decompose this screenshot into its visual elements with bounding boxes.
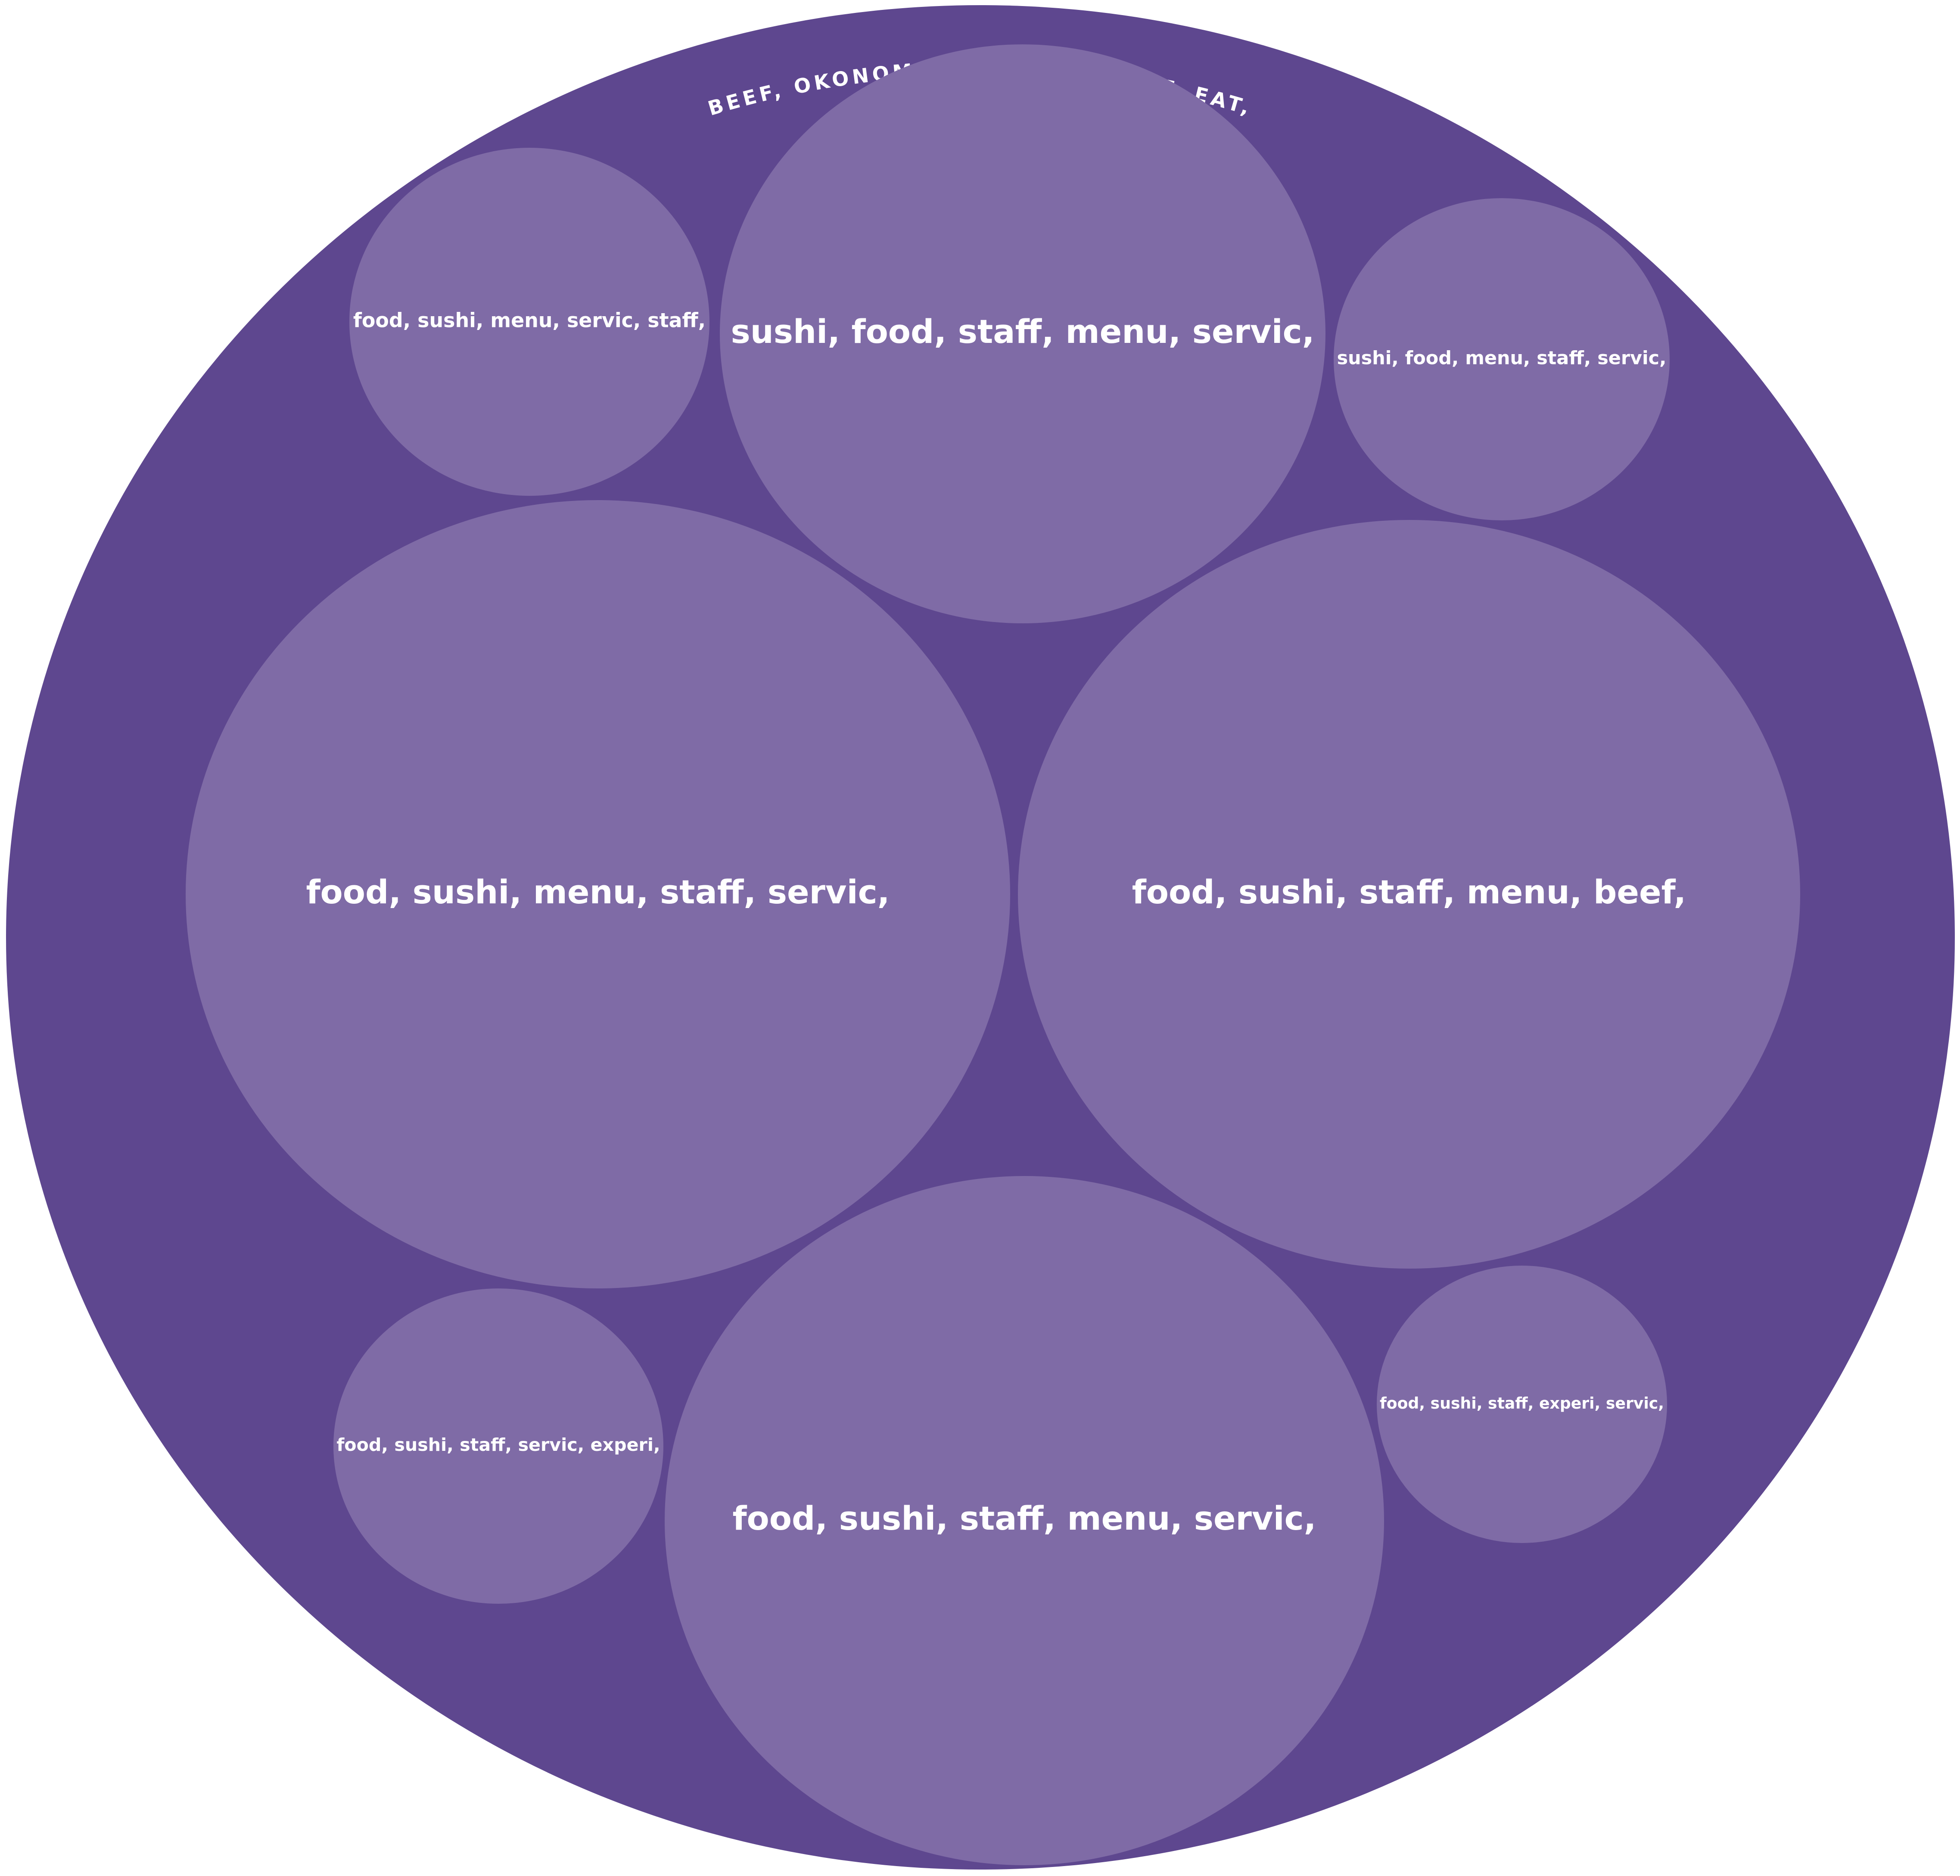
child-bubble-8: food, sushi, staff, experi, servic,: [1377, 1266, 1667, 1543]
child-bubble-circle: [720, 44, 1325, 623]
child-bubble-circle: [1377, 1266, 1667, 1543]
child-bubble-circle: [1334, 198, 1670, 520]
child-bubble-label: food, sushi, staff, experi, servic,: [1380, 1394, 1664, 1412]
child-bubble-circle: [349, 148, 709, 496]
child-bubble-circle: [186, 500, 1010, 1288]
child-bubble-3: sushi, food, menu, staff, servic,: [1334, 198, 1670, 520]
child-bubble-label: food, sushi, menu, staff, servic,: [306, 873, 890, 911]
child-bubble-label: sushi, food, menu, staff, servic,: [1337, 348, 1667, 369]
child-bubble-circle: [665, 1176, 1384, 1865]
child-bubble-7: food, sushi, staff, menu, servic,: [665, 1176, 1384, 1865]
child-bubble-label: food, sushi, staff, menu, servic,: [732, 1499, 1316, 1537]
child-bubble-label: food, sushi, staff, menu, beef,: [1132, 873, 1686, 911]
child-bubble-circle: [1018, 520, 1800, 1269]
child-bubbles: food, sushi, menu, servic, staff, sushi, …: [186, 44, 1800, 1865]
child-bubble-4: food, sushi, menu, staff, servic,: [186, 500, 1010, 1288]
child-bubble-label: food, sushi, menu, servic, staff,: [353, 309, 706, 332]
child-bubble-label: food, sushi, staff, servic, experi,: [336, 1434, 660, 1455]
child-bubble-circle: [333, 1288, 663, 1604]
child-bubble-2: sushi, food, staff, menu, servic,: [720, 44, 1325, 623]
child-bubble-label: sushi, food, staff, menu, servic,: [731, 312, 1314, 351]
child-bubble-5: food, sushi, staff, menu, beef,: [1018, 520, 1800, 1269]
child-bubble-6: food, sushi, staff, servic, experi,: [333, 1288, 663, 1604]
child-bubble-1: food, sushi, menu, servic, staff,: [349, 148, 709, 496]
